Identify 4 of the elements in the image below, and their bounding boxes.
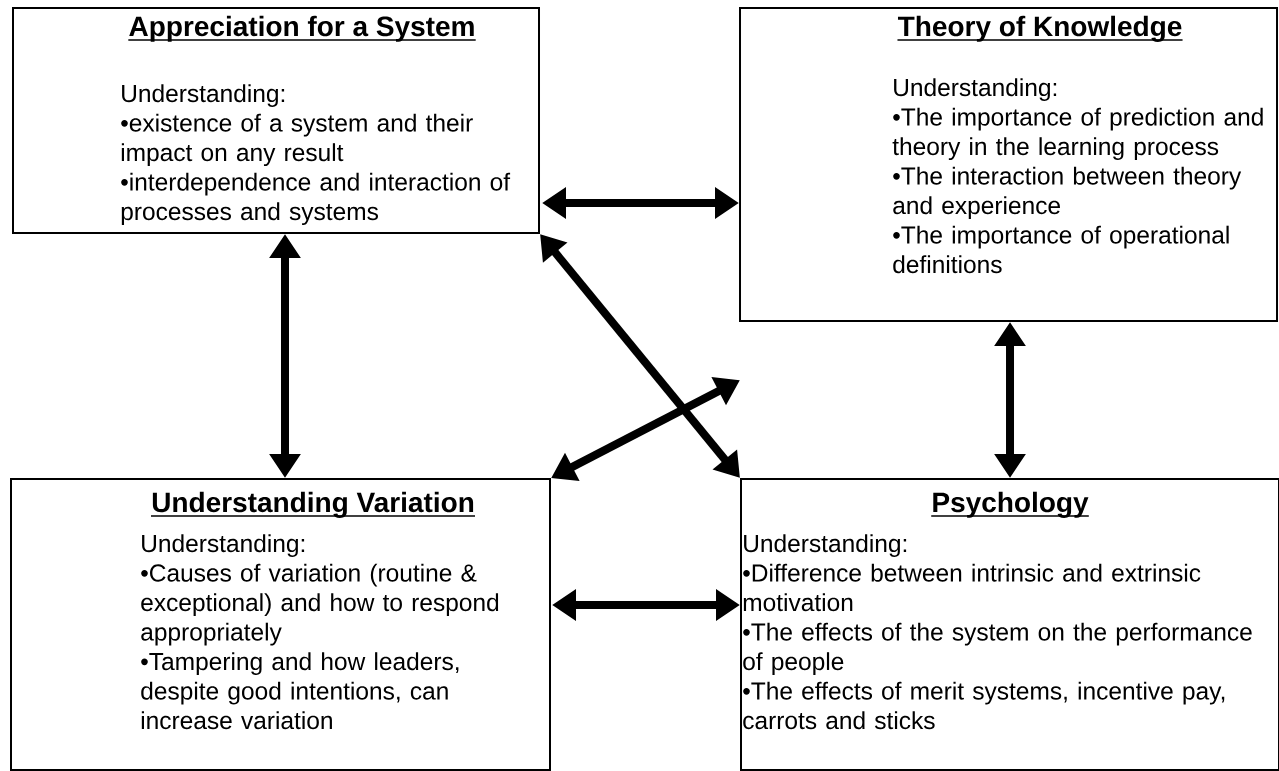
text-box: Appreciation for a System Understanding: •existence of a system and their impact on any result •interdependence and interaction of processes and systems <box>12 7 540 234</box>
text-box: Psychology Understanding: •Difference between intrinsic and extrinsic motivation •The effects of the system on the performance of people •The effects of merit systems, incentive pay, carrots and sticks <box>740 478 1279 771</box>
text-box: Understanding Variation Understanding: •Causes of variation (routine & exceptional) and how to respond appropriately •Tampering and how leaders, despite good intentions, can increase variation <box>10 478 551 771</box>
text-box: Theory of Knowledge Understanding: •The importance of prediction and theory in the learning process •The interaction between theory and experience •The importance of operational definitions <box>739 7 1278 322</box>
